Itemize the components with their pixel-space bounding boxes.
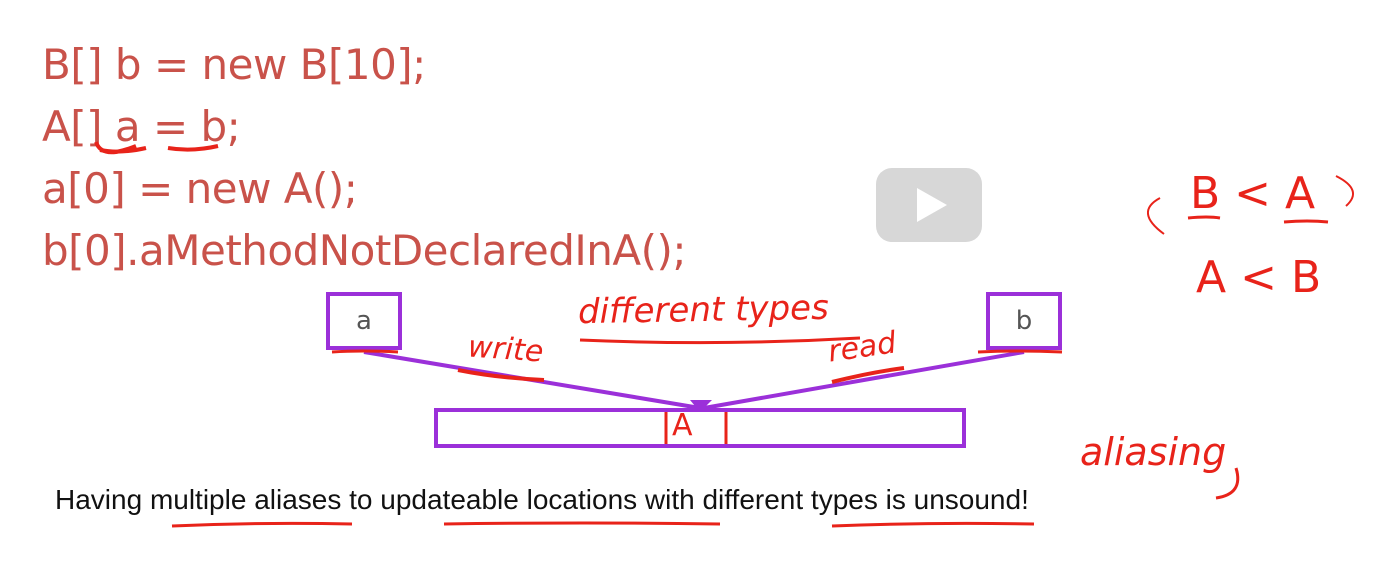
underline-a-rel (1283, 219, 1329, 224)
annotation-aliasing: aliasing (1080, 430, 1227, 474)
annotation-read: read (825, 325, 899, 370)
code-line-3: a[0] = new A(); (42, 164, 358, 213)
reference-a-box: a (326, 292, 402, 350)
underline-read (831, 366, 905, 384)
reference-b-label: b (1015, 306, 1033, 336)
code-line-2: A[] a = b; (42, 102, 241, 151)
code-line-4: b[0].aMethodNotDeclaredInA(); (42, 226, 687, 275)
underline-write (457, 368, 545, 382)
underline-multiple-aliases (171, 521, 353, 528)
paren-left (1147, 197, 1165, 235)
play-icon (917, 188, 947, 222)
slide-caption: Having multiple aliases to updateable lo… (55, 484, 1029, 515)
underline-different-types (579, 336, 861, 345)
play-button[interactable] (876, 168, 982, 242)
underline-updateable-locations (443, 521, 721, 526)
code-line-1: B[] b = new B[10]; (42, 40, 426, 89)
array-object-box (434, 408, 966, 448)
underline-different-types-caption (831, 521, 1035, 528)
underline-box-b (977, 349, 1063, 354)
paren-right (1335, 175, 1355, 207)
annotation-b-lt-a: B < A (1190, 168, 1316, 219)
reference-a-label: a (356, 306, 372, 336)
code-snippet: B[] b = new B[10]; A[] a = b; a[0] = new… (42, 34, 687, 282)
annotation-a-lt-b: A < B (1196, 252, 1322, 303)
array-cell-label: A (672, 408, 693, 443)
underline-box-a (331, 349, 399, 354)
annotation-write: write (466, 329, 545, 370)
annotation-different-types: different types (577, 287, 830, 333)
reference-b-box: b (986, 292, 1062, 350)
